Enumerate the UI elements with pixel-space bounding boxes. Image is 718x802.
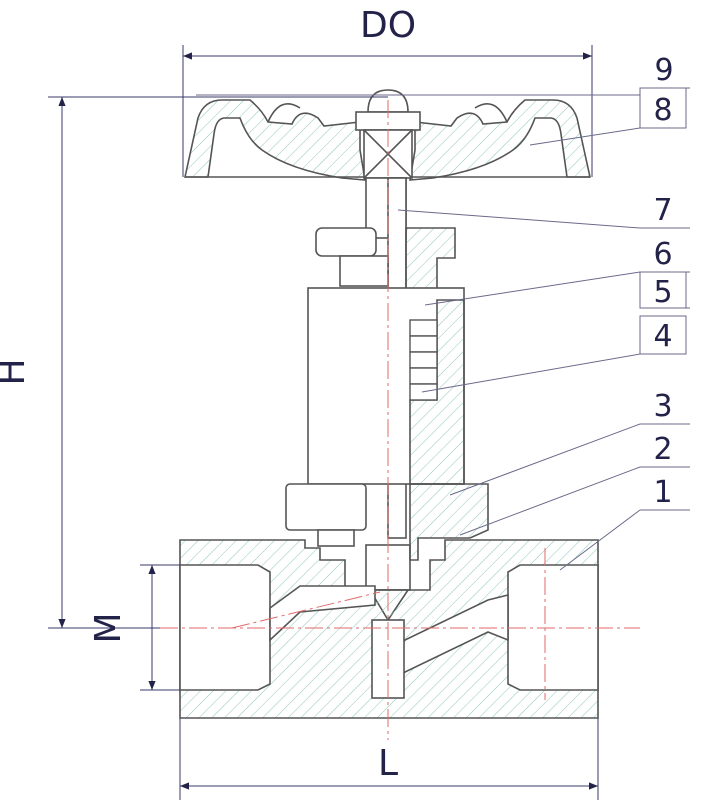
- part-number-6: 6: [653, 237, 672, 272]
- dimension-m-label: M: [88, 612, 129, 643]
- part-callouts: 9 8 7 6 5 4 3 2 1: [196, 53, 690, 571]
- dimension-h-label: H: [0, 358, 33, 385]
- part-number-4: 4: [653, 319, 672, 354]
- bonnet: [285, 227, 489, 561]
- dimension-l: L: [179, 718, 599, 800]
- dimension-m: M: [88, 564, 180, 691]
- gland-nut: [315, 227, 389, 287]
- part-number-5: 5: [653, 275, 672, 310]
- dimension-do: DO: [182, 5, 593, 177]
- part-number-3: 3: [653, 389, 672, 424]
- dimension-h: H: [0, 96, 388, 629]
- part-number-9: 9: [654, 53, 673, 88]
- dimension-l-label: L: [378, 743, 398, 784]
- part-number-1: 1: [653, 475, 672, 510]
- centerlines: [160, 100, 640, 740]
- part-number-7: 7: [653, 193, 672, 228]
- part-number-8: 8: [653, 93, 672, 128]
- part-number-2: 2: [653, 432, 672, 467]
- dimension-do-label: DO: [360, 5, 416, 46]
